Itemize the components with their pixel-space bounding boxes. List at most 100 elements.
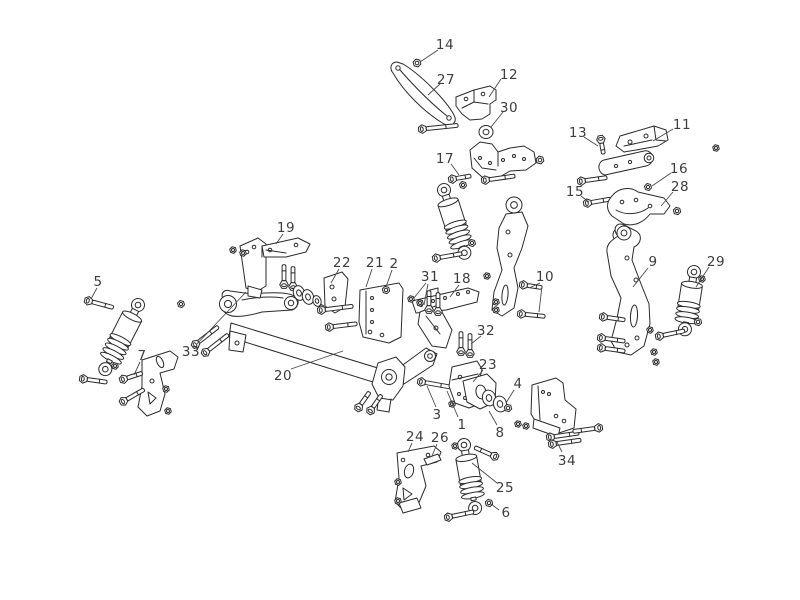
link-bar [599, 151, 653, 175]
bolt [519, 280, 543, 292]
shock-absorber-right [673, 264, 707, 338]
hole [562, 419, 566, 423]
part-callout-8: 8 [489, 411, 504, 441]
nut [240, 250, 247, 257]
part-callout-32: 32 [471, 323, 495, 344]
part-callout-18: 18 [450, 271, 471, 297]
part-callout-10: 10 [529, 269, 554, 312]
leader-line [557, 442, 562, 452]
leader-line [472, 463, 497, 483]
bolt [432, 249, 463, 263]
bolt [365, 393, 385, 416]
leader-line [506, 390, 514, 403]
hole [489, 162, 492, 165]
part-label-12: 12 [500, 67, 518, 83]
bolt [548, 436, 581, 449]
detail-line [403, 488, 412, 500]
nut [112, 363, 119, 370]
hole [481, 92, 485, 96]
slot [155, 355, 166, 368]
leader-line [661, 192, 673, 206]
part-callout-11: 11 [653, 117, 691, 141]
wing-bracket [470, 142, 536, 178]
nut [694, 318, 701, 325]
nut [515, 421, 522, 428]
hole [634, 198, 638, 202]
bolt [444, 508, 475, 523]
bolt [572, 423, 603, 436]
hole [548, 393, 551, 396]
hole [648, 204, 652, 208]
nut [395, 479, 402, 486]
bracket-28 [608, 189, 671, 225]
part-label-25: 25 [496, 480, 514, 496]
part-callout-17: 17 [436, 151, 459, 175]
bolt [118, 386, 146, 407]
hole [150, 379, 154, 383]
leader-line [408, 443, 412, 452]
part-label-14: 14 [436, 37, 454, 53]
nut [484, 273, 491, 280]
leader-line [451, 164, 459, 175]
detail-line [148, 392, 156, 404]
part-callout-33: 33 [182, 292, 246, 360]
nut [673, 207, 680, 214]
leader-line [428, 84, 440, 95]
bolt [325, 319, 357, 331]
part-callout-26: 26 [431, 430, 449, 456]
leader-line [386, 270, 392, 287]
leader-line [584, 137, 598, 146]
nut [504, 404, 511, 411]
nut [408, 296, 415, 303]
part-callout-21: 21 [366, 255, 384, 287]
bolt [280, 265, 289, 289]
bolt [481, 172, 515, 185]
leader-line [489, 79, 501, 97]
part-callout-22: 22 [331, 255, 351, 283]
part-callout-20: 20 [274, 351, 343, 384]
bolt [317, 302, 353, 315]
hole [426, 453, 430, 457]
hole [513, 155, 516, 158]
part-label-19: 19 [277, 220, 295, 236]
hole [444, 297, 447, 300]
part-callout-14: 14 [420, 37, 454, 62]
part-label-13: 13 [569, 125, 587, 141]
part-label-29: 29 [707, 254, 725, 270]
arm-bushing [220, 296, 237, 313]
part-label-33: 33 [182, 344, 200, 360]
washer [300, 288, 315, 306]
washer [644, 153, 654, 163]
part-callout-27: 27 [428, 72, 455, 95]
leader-line [633, 268, 648, 287]
bolt [418, 121, 458, 134]
bolt [473, 443, 500, 461]
leader-line [291, 351, 343, 369]
bracket-19-arm [262, 238, 310, 257]
nut [493, 299, 500, 306]
part-callout-7: 7 [134, 348, 146, 375]
nut [452, 443, 459, 450]
leader-line [420, 50, 438, 62]
hole [464, 97, 468, 101]
part-callout-16: 16 [652, 161, 688, 186]
part-label-6: 6 [501, 505, 510, 521]
leader-line [539, 286, 542, 312]
part-label-5: 5 [93, 274, 102, 290]
hole [268, 248, 272, 252]
part-label-31: 31 [421, 269, 439, 285]
hole [235, 341, 239, 345]
bolt [599, 312, 626, 324]
part-callout-31: 31 [414, 269, 439, 305]
leader-line [581, 196, 589, 202]
slot [403, 463, 415, 479]
bushing-30 [479, 126, 493, 139]
hole [542, 391, 545, 394]
part-label-9: 9 [648, 254, 657, 270]
part-callout-1: 1 [447, 391, 466, 433]
nut [163, 386, 170, 393]
path [248, 286, 262, 298]
hole [434, 326, 438, 330]
nut [469, 240, 476, 247]
part-label-15: 15 [566, 184, 584, 200]
